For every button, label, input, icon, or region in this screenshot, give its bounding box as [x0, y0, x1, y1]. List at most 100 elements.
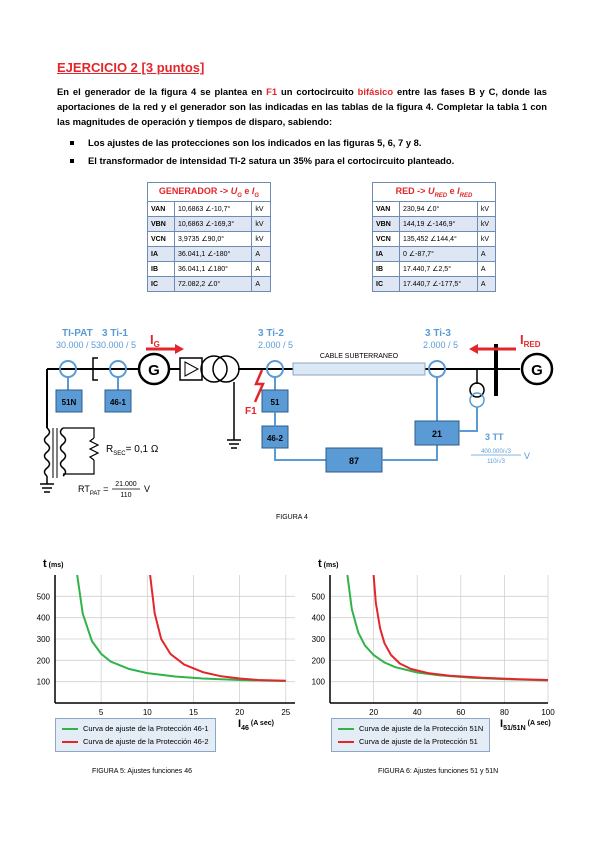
x-tick-label: 5: [99, 708, 104, 717]
resistor-icon: [88, 437, 100, 461]
x-tick-label: 10: [143, 708, 152, 717]
svg-text:51N: 51N: [62, 398, 77, 407]
grounding-transformer-icon: [43, 427, 51, 477]
tt-ratio-num: 400.000/√3: [481, 448, 512, 455]
y-tick-label: 300: [37, 635, 51, 644]
y-tick-label: 200: [312, 656, 326, 665]
rtpat-den: 110: [120, 492, 131, 499]
y-axis-label: t(ms): [43, 558, 63, 570]
svg-text:G: G: [531, 362, 543, 379]
series-line: [372, 574, 549, 681]
figure4-caption: FIGURA 4: [276, 514, 308, 521]
cable-label: CABLE SUBTERRANEO: [320, 353, 399, 360]
svg-text:51: 51: [271, 398, 280, 407]
figure6-legend: Curva de ajuste de la Protección 51N Cur…: [331, 718, 491, 752]
grid-generator-icon: [520, 352, 554, 386]
condition-item: El transformador de intensidad TI-2 satu…: [70, 152, 540, 170]
x-axis-label: I51/51N(A sec): [500, 718, 551, 732]
svg-text:G: G: [148, 362, 160, 379]
relay-87: [325, 447, 383, 473]
rsec-label: RSEC= 0,1 Ω: [106, 444, 159, 457]
voltage-transformer-icon: [469, 382, 485, 398]
fault-lightning-icon: [253, 369, 265, 403]
relay-51n: [55, 389, 83, 413]
ti1-ratio: 30.000 / 5: [96, 340, 136, 350]
ti-pat-ratio: 30.000 / 5: [56, 340, 96, 350]
underground-cable: [292, 362, 426, 376]
figure5-legend: Curva de ajuste de la Protección 46-1 Cu…: [55, 718, 216, 752]
legend-item: Curva de ajuste de la Protección 46-2: [62, 735, 209, 748]
tt-ratio-unit: V: [524, 451, 530, 461]
network-table-header: RED -> URED e IRED: [372, 182, 496, 202]
x-tick-label: 15: [189, 708, 198, 717]
conditions-list: Los ajustes de las protecciones son los …: [70, 134, 540, 170]
x-axis-label: I46(A sec): [238, 718, 274, 732]
figure5-caption: FIGURA 5: Ajustes funciones 46: [92, 768, 192, 775]
series-line: [149, 574, 286, 682]
x-tick-label: 25: [281, 708, 290, 717]
y-tick-label: 500: [312, 592, 326, 601]
legend-item: Curva de ajuste de la Protección 46-1: [62, 722, 209, 735]
rtpat-num: 21.000: [115, 481, 137, 488]
figure5-chart: 100 200 300 400 500 5 10 15 20 25 t(ms) I46(A sec): [37, 558, 295, 732]
rtpat-unit: V: [144, 484, 150, 494]
y-tick-label: 100: [312, 678, 326, 687]
ti3-label: 3 Ti-3: [425, 328, 451, 339]
condition-item: Los ajustes de las protecciones son los …: [70, 134, 540, 152]
y-tick-label: 400: [312, 614, 326, 623]
fault-label: F1: [245, 406, 257, 417]
x-tick-label: 20: [235, 708, 244, 717]
ig-label: IG: [150, 332, 160, 349]
y-axis-label: t(ms): [318, 558, 338, 570]
y-tick-label: 100: [37, 678, 51, 687]
series-line: [76, 574, 286, 682]
exercise-statement: En el generador de la figura 4 se plante…: [57, 86, 547, 127]
y-tick-label: 400: [37, 614, 51, 623]
ti-pat-label: TI-PAT: [62, 328, 93, 339]
x-tick-label: 100: [541, 708, 555, 717]
svg-text:46-2: 46-2: [267, 434, 284, 443]
generator-icon: [137, 352, 171, 386]
y-tick-label: 200: [37, 656, 51, 665]
x-tick-label: 20: [369, 708, 378, 717]
exercise-title: EJERCICIO 2 [3 puntos]: [57, 60, 205, 75]
svg-text:46-1: 46-1: [110, 398, 127, 407]
figure6-chart: 100 200 300 400 500 20 40 60 80 100 t(ms) I51/51N(A…: [312, 558, 556, 732]
y-tick-label: 500: [37, 592, 51, 601]
y-tick-label: 300: [312, 635, 326, 644]
svg-text:21: 21: [432, 429, 442, 439]
single-line-diagram: TI-PAT 30.000 / 5 51N 3 Ti-1 30.000 / 5 …: [40, 328, 554, 499]
relay-21: [414, 420, 460, 446]
tt-ratio-den: 110/√3: [487, 458, 506, 465]
ti2-label: 3 Ti-2: [258, 328, 284, 339]
x-tick-label: 60: [456, 708, 465, 717]
ti3-ratio: 2.000 / 5: [423, 340, 458, 350]
ired-label: IRED: [520, 332, 541, 349]
relay-46-1: [104, 389, 132, 413]
rtpat-label: RTPAT =: [78, 484, 108, 497]
x-tick-label: 80: [500, 708, 509, 717]
svg-text:87: 87: [349, 456, 359, 466]
ti1-label: 3 Ti-1: [102, 328, 128, 339]
transformer-icon: [200, 355, 228, 383]
x-tick-label: 40: [413, 708, 422, 717]
legend-item: Curva de ajuste de la Protección 51N: [338, 722, 483, 735]
ti2-ratio: 2.000 / 5: [258, 340, 293, 350]
tt-label: 3 TT: [485, 432, 504, 442]
legend-item: Curva de ajuste de la Protección 51: [338, 735, 483, 748]
figure6-caption: FIGURA 6: Ajustes funciones 51 y 51N: [378, 768, 499, 775]
generator-table-header: GENERADOR -> UG e IG: [147, 182, 271, 202]
